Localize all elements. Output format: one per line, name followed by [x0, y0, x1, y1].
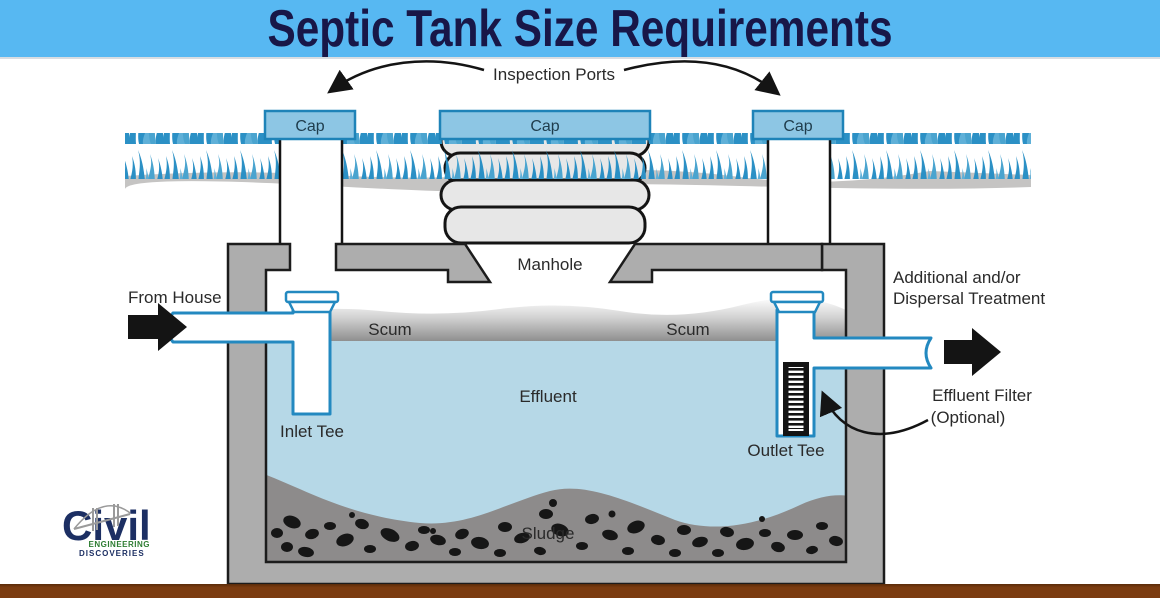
- lid-block-left-of-manhole: [334, 242, 493, 284]
- inspection-riser-left: [278, 139, 344, 243]
- title-banner: Septic Tank Size Requirements: [0, 0, 1160, 59]
- grass: [125, 133, 1031, 179]
- logo-sub1: ENGINEERING: [88, 540, 150, 549]
- sludge-blobs: [271, 499, 843, 558]
- inlet-tee-label: Inlet Tee: [280, 422, 344, 441]
- inflow-arrow: [128, 303, 187, 351]
- outlet-tee-label: Outlet Tee: [747, 441, 824, 460]
- additional-treatment-line2: Dispersal Treatment: [893, 289, 1045, 308]
- inlet-tee-pipe: [165, 290, 340, 416]
- logo: Civil ENGINEERING DISCOVERIES: [62, 502, 151, 558]
- tank-contents: [264, 270, 848, 564]
- page-title: Septic Tank Size Requirements: [268, 0, 893, 58]
- inspection-ports-label: Inspection Ports: [493, 65, 615, 84]
- cap-left-label: Cap: [295, 118, 324, 135]
- logo-sub2: DISCOVERIES: [79, 549, 145, 558]
- effluent-label: Effluent: [519, 387, 577, 406]
- effluent-filter: [783, 362, 809, 436]
- cap-middle-box: [438, 109, 652, 141]
- inspection-riser-right: [766, 139, 832, 243]
- banner-background: [0, 0, 1160, 57]
- cap-right-label: Cap: [783, 118, 812, 135]
- outlet-tee-pipe: [769, 290, 933, 438]
- cap-right-box: [751, 109, 845, 141]
- banner-divider: [0, 57, 1160, 59]
- caps: [263, 109, 845, 141]
- scum-left-label: Scum: [368, 320, 411, 339]
- footer-bar: [0, 584, 1160, 598]
- effluent-filter-line2: (Optional): [931, 408, 1006, 427]
- outflow-arrow: [944, 328, 1001, 376]
- from-house-label: From House: [128, 288, 222, 307]
- scum-right-label: Scum: [666, 320, 709, 339]
- effluent-filter-line1: Effluent Filter: [932, 386, 1032, 405]
- scum-layer: [264, 298, 848, 341]
- cap-left-box: [263, 109, 357, 141]
- lid-block-right-of-manhole: [607, 242, 824, 284]
- inspection-arrow-right: [623, 60, 781, 96]
- inspection-arrow-left: [327, 60, 485, 94]
- effluent-filter-callout-arrow: [819, 390, 929, 436]
- logo-bridge-icon: [73, 504, 131, 531]
- sludge-label: Sludge: [522, 524, 575, 543]
- manhole-label: Manhole: [517, 255, 582, 274]
- cap-middle-label: Cap: [530, 118, 559, 135]
- additional-treatment-line1: Additional and/or: [893, 268, 1021, 287]
